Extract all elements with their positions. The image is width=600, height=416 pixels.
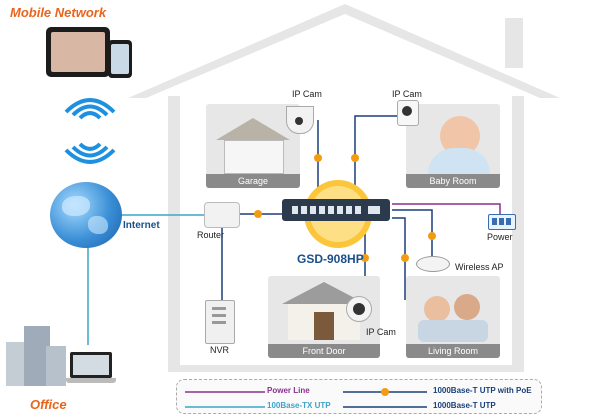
room-caption: Front Door (268, 344, 380, 358)
legend-poe: 1000Base-T UTP with PoE (433, 386, 532, 395)
poe-node-icon (351, 154, 359, 162)
ip-camera-icon (346, 296, 372, 322)
mobile-network-title: Mobile Network (10, 5, 107, 20)
product-name: GSD-908HP (297, 252, 364, 266)
ip-camera-icon (397, 100, 419, 126)
legend: Power Line 100Base-TX UTP 1000Base-T UTP… (176, 379, 542, 414)
office-building-icon (6, 322, 66, 386)
room-garage: Garage (206, 104, 300, 188)
room-living: Living Room (406, 276, 500, 358)
laptop-icon (66, 352, 116, 384)
router-label: Router (197, 230, 225, 240)
power-line (392, 203, 501, 214)
poe-node-icon (428, 232, 436, 240)
legend-fast-ethernet: 100Base-TX UTP (267, 401, 331, 410)
access-point-icon (416, 256, 450, 272)
legend-swatch-gigabit (343, 406, 427, 408)
router-icon (204, 202, 240, 228)
poe-node-icon (314, 154, 322, 162)
poe-node-icon (361, 254, 369, 262)
power-label: Power (487, 232, 513, 242)
wifi-icon (64, 142, 116, 164)
ip-cam-label: IP Cam (292, 89, 322, 99)
tablet-icon (46, 27, 110, 77)
room-caption: Garage (206, 174, 300, 188)
nvr-icon (205, 300, 235, 344)
room-caption: Living Room (406, 344, 500, 358)
ip-cam-label: IP Cam (366, 327, 396, 337)
house-outline-icon (128, 4, 560, 372)
room-baby: Baby Room (406, 104, 500, 188)
wireless-ap-label: Wireless AP (455, 262, 504, 272)
legend-swatch-fast-ethernet (185, 406, 265, 408)
legend-swatch-poe (343, 388, 427, 396)
ip-cam-label: IP Cam (392, 89, 422, 99)
switch-baby-cam-line (354, 115, 398, 195)
switch-icon (282, 199, 390, 221)
legend-swatch-power (185, 391, 265, 393)
wifi-icon (64, 98, 116, 120)
phone-icon (108, 40, 132, 78)
power-strip-icon (488, 214, 516, 230)
switch-ap-line (392, 209, 433, 256)
poe-node-icon (401, 254, 409, 262)
ip-camera-icon (286, 106, 314, 134)
room-caption: Baby Room (406, 174, 500, 188)
nvr-label: NVR (210, 345, 230, 355)
internet-label: Internet (123, 220, 160, 231)
switch-living-line (392, 217, 406, 300)
office-title: Office (30, 397, 67, 412)
legend-power-line: Power Line (267, 386, 310, 395)
globe-icon (50, 182, 122, 248)
legend-gigabit: 1000Base-T UTP (433, 401, 496, 410)
poe-node-icon (254, 210, 262, 218)
